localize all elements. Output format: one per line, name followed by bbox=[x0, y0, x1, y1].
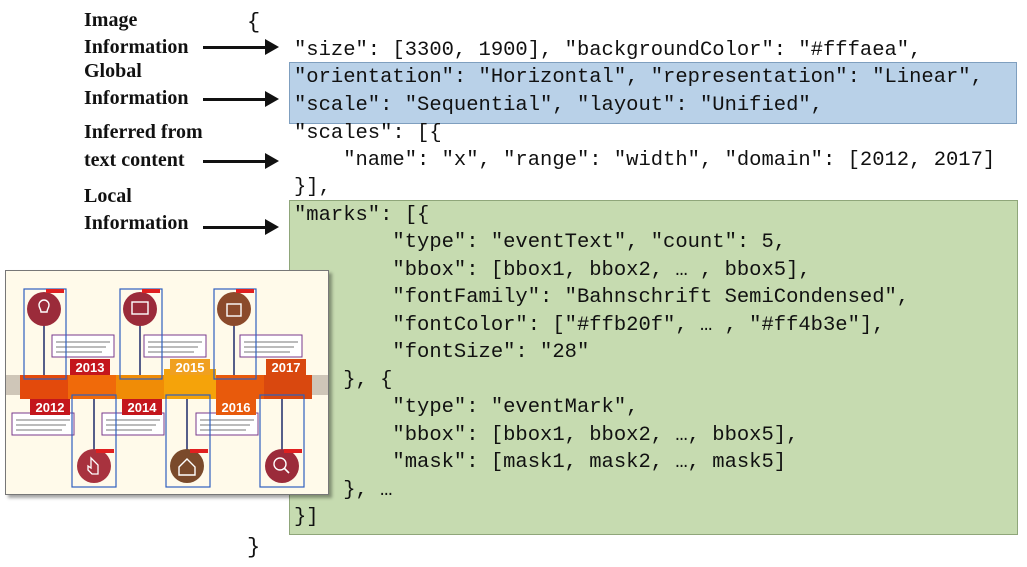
code-line-mask: "mask": [mask1, mask2, …, mask5] bbox=[294, 451, 787, 474]
code-line-separator: }, { bbox=[294, 369, 393, 392]
year-label-top: 2017 bbox=[272, 360, 301, 375]
code-line-scales-close: }], bbox=[294, 176, 331, 199]
label-local: Local bbox=[84, 185, 132, 207]
code-line-orientation: "orientation": "Horizontal", "representa… bbox=[294, 66, 983, 89]
hand-pointer-icon bbox=[77, 449, 111, 483]
code-line-marks: "marks": [{ bbox=[294, 204, 430, 227]
close-brace: } bbox=[247, 535, 261, 560]
label-image-information: Information bbox=[84, 36, 189, 58]
open-brace: { bbox=[247, 10, 261, 35]
annotation-bboxes bbox=[23, 288, 305, 488]
lightbulb-icon bbox=[27, 292, 61, 326]
year-label-top: 2013 bbox=[76, 360, 105, 375]
code-line-ellipsis: }, … bbox=[294, 479, 393, 502]
code-line-type-eventtext: "type": "eventText", "count": 5, bbox=[294, 231, 787, 254]
text-lines bbox=[16, 341, 298, 431]
timeline-thumbnail: 2013 2015 2017 2012 2014 2016 bbox=[5, 270, 329, 495]
arrow-global bbox=[203, 91, 279, 107]
code-line-bbox-text: "bbox": [bbox1, bbox2, … , bbox5], bbox=[294, 259, 811, 282]
year-label-bottom: 2012 bbox=[36, 400, 65, 415]
arrow-inferred bbox=[203, 153, 279, 169]
code-line-scales: "scales": [{ bbox=[294, 122, 442, 145]
year-label-top: 2015 bbox=[176, 360, 205, 375]
search-icon bbox=[265, 449, 299, 483]
connector-lines bbox=[43, 323, 283, 451]
bag-icon bbox=[217, 292, 251, 326]
year-label-bottom: 2014 bbox=[128, 400, 158, 415]
label-global-information: Information bbox=[84, 87, 189, 109]
local-info-box bbox=[289, 200, 1018, 535]
code-line-marks-close: }] bbox=[294, 506, 319, 529]
year-label-bottom: 2016 bbox=[222, 400, 251, 415]
code-line-bbox-mark: "bbox": [bbox1, bbox2, …, bbox5], bbox=[294, 424, 799, 447]
label-image: Image bbox=[84, 9, 138, 31]
arrow-image bbox=[203, 39, 279, 55]
annotation-tags bbox=[46, 289, 302, 453]
presentation-icon bbox=[123, 292, 157, 326]
code-line-size: "size": [3300, 1900], "backgroundColor":… bbox=[294, 39, 922, 62]
code-line-type-eventmark: "type": "eventMark", bbox=[294, 396, 639, 419]
label-global: Global bbox=[84, 60, 142, 82]
label-inferred-text: text content bbox=[84, 149, 185, 171]
code-line-fontsize: "fontSize": "28" bbox=[294, 341, 590, 364]
label-inferred: Inferred from bbox=[84, 121, 203, 143]
code-line-scale-domain: "name": "x", "range": "width", "domain":… bbox=[294, 149, 996, 172]
code-line-fontfamily: "fontFamily": "Bahnschrift SemiCondensed… bbox=[294, 286, 910, 309]
global-info-box bbox=[289, 62, 1017, 124]
arrow-local bbox=[203, 219, 279, 235]
home-icon bbox=[170, 449, 204, 483]
timeline-illustration: 2013 2015 2017 2012 2014 2016 bbox=[6, 288, 328, 488]
label-local-information: Information bbox=[84, 212, 189, 234]
code-line-fontcolor: "fontColor": ["#ffb20f", … , "#ff4b3e"], bbox=[294, 314, 885, 337]
code-line-scale: "scale": "Sequential", "layout": "Unifie… bbox=[294, 94, 823, 117]
